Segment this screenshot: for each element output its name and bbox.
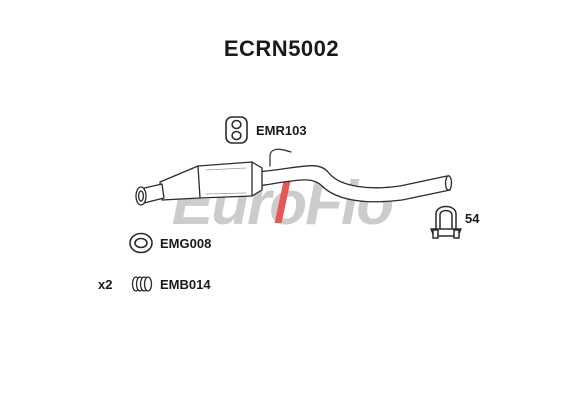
quantity-label-emb014: x2 [98,277,113,292]
part-label-emb014: EMB014 [160,277,211,292]
u-clamp-icon [430,205,462,239]
watermark-red-accent [274,171,293,223]
outlet-pipe [257,165,451,203]
rubber-mount-icon [225,116,248,144]
part-label-emr103: EMR103 [256,123,307,138]
converter-seam-front [197,165,201,199]
part-label-54: 54 [465,211,480,226]
converter-body [159,161,263,201]
gasket-icon [129,232,153,254]
spring-bolt-icon [131,276,153,292]
part-label-emg008: EMG008 [160,236,212,251]
catalytic-converter-assembly [135,148,453,206]
sensor-tube [269,148,292,167]
converter-shading [205,167,247,195]
page-title: ECRN5002 [223,36,340,61]
inlet-opening [137,190,145,202]
outlet-pipe-end [444,175,453,191]
